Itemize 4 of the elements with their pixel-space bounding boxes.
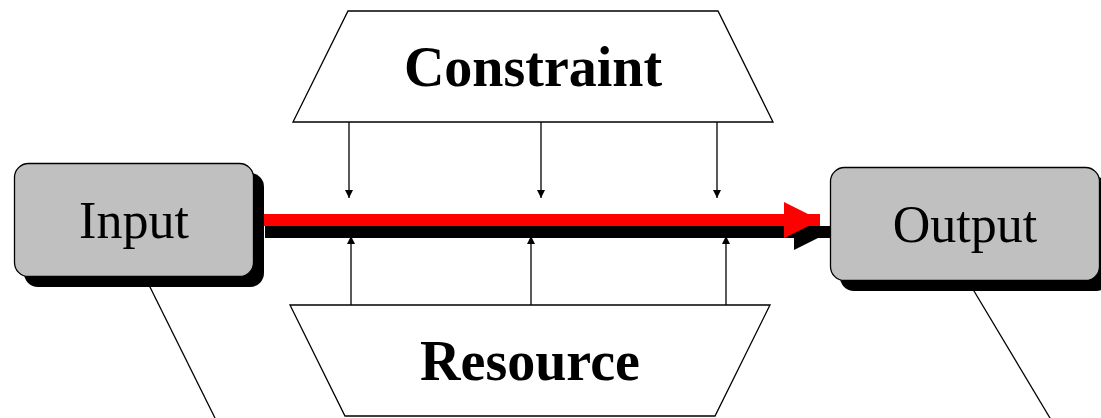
- node-label: Resource: [420, 328, 640, 393]
- node-label: Constraint: [403, 34, 663, 99]
- node-label: Output: [892, 194, 1038, 254]
- node-label: Input: [79, 190, 189, 250]
